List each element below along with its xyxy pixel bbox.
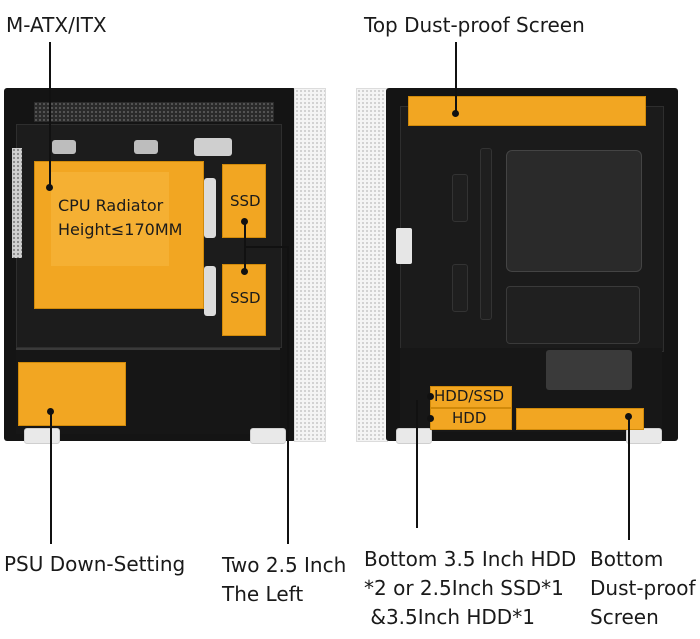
callout-line-ssd-vertical <box>287 246 289 544</box>
cpu-radiator-zone <box>34 161 204 309</box>
cable-slot <box>452 264 468 312</box>
label-bottom-dust-3: Screen <box>590 605 659 629</box>
callout-line-bottom-hdd <box>416 400 418 528</box>
side-clip <box>396 228 412 264</box>
callout-dot <box>427 393 434 400</box>
cable-slot <box>452 174 468 222</box>
label-psu: PSU Down-Setting <box>4 552 186 576</box>
callout-line-matx <box>49 42 51 188</box>
label-bottom-hdd-1: Bottom 3.5 Inch HDD <box>364 547 577 571</box>
ssd-bottom-zone <box>222 264 266 336</box>
callout-dot <box>241 268 248 275</box>
callout-line-ssd <box>244 246 288 248</box>
callout-line-ssd-up <box>244 222 246 274</box>
label-bottom-hdd-2: *2 or 2.5Inch SSD*1 <box>364 576 564 600</box>
case-foot <box>396 428 432 444</box>
radiator-inner <box>51 172 169 266</box>
mount-hole <box>194 138 232 156</box>
label-two-25-2: The Left <box>222 582 304 606</box>
psu-zone <box>18 362 126 426</box>
side-slot <box>204 266 216 316</box>
mount-hole <box>52 140 76 154</box>
left-top-mesh <box>34 102 274 122</box>
right-case <box>356 88 678 444</box>
rear-vent <box>12 148 22 258</box>
case-foot <box>250 428 286 444</box>
callout-dot <box>452 110 459 117</box>
ssd-bottom-label: SSD <box>230 289 261 307</box>
cpu-cutout <box>506 150 642 272</box>
bottom-dust-zone <box>516 408 644 430</box>
callout-line-bottom-dust <box>628 416 630 540</box>
mount-hole <box>134 140 158 154</box>
top-dust-zone <box>408 96 646 126</box>
case-foot <box>626 428 662 444</box>
callout-dot <box>625 413 632 420</box>
mount-bracket <box>506 286 640 344</box>
cpu-radiator-label-1: CPU Radiator <box>58 196 164 215</box>
label-bottom-hdd-3: &3.5Inch HDD*1 <box>364 605 535 629</box>
hdd-ssd-label: HDD/SSD <box>434 387 505 405</box>
label-bottom-dust-2: Dust-proof <box>590 576 696 600</box>
label-form-factor: M-ATX/ITX <box>6 13 107 37</box>
cable-slot <box>480 148 492 320</box>
callout-dot <box>46 184 53 191</box>
callout-line-psu <box>50 412 52 544</box>
callout-line-top-dust <box>455 42 457 114</box>
callout-dot <box>241 218 248 225</box>
ssd-top-label: SSD <box>230 192 261 210</box>
label-bottom-dust-1: Bottom <box>590 547 664 571</box>
label-top-dust: Top Dust-proof Screen <box>364 13 585 37</box>
hdd-label: HDD <box>452 409 487 427</box>
right-front-mesh-panel <box>356 88 388 442</box>
cpu-radiator-label-2: Height≤170MM <box>58 220 183 239</box>
label-two-25-1: Two 2.5 Inch <box>222 553 347 577</box>
side-slot <box>204 178 216 238</box>
case-foot <box>24 428 60 444</box>
psu-panel <box>546 350 632 390</box>
left-front-mesh-panel <box>294 88 326 442</box>
callout-dot <box>47 408 54 415</box>
callout-dot <box>427 415 434 422</box>
